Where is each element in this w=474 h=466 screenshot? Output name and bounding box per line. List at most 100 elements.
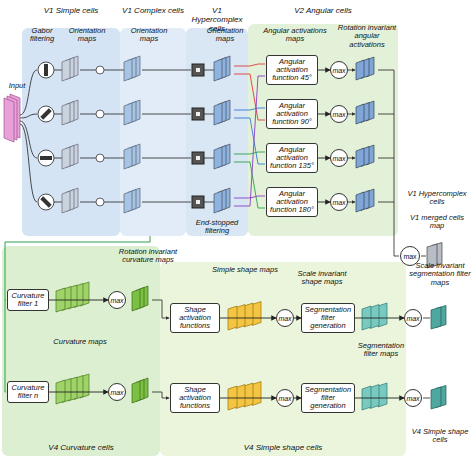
annotation-label: Orientation maps [202,27,248,44]
rotation-invariant-map [356,60,364,80]
activation-box: Shape activation functions [170,303,220,334]
max-circle: max [404,309,422,327]
annotation-label: Scale invariant shape maps [290,270,354,287]
flow-line [423,398,430,399]
gabor-filter [38,106,54,122]
feedback-wire [5,300,6,301]
sum-node [96,66,104,74]
orientation-wire [234,74,265,120]
max-circle: max [276,389,294,407]
input-wire [20,114,37,118]
annotation-label: Simple shape maps [200,266,290,274]
annotation-label: Orientation maps [124,27,174,44]
rotation-invariant-curvature-map [132,381,140,403]
end-stopped-filter [192,108,204,120]
end-stopped-filter [196,68,200,72]
node-text: max [406,315,419,322]
v4-shape-band: V4 Simple shape cellsShape activation fu… [160,262,406,456]
max-circle: max [330,61,348,79]
sum-node [96,154,104,162]
max-circle: max [330,149,348,167]
node-text: Segmentation filter generation [304,386,352,411]
node-text: Curvature filter 1 [10,292,46,309]
flow-arrow [294,318,301,319]
flow-line [204,158,214,159]
flow-line [142,158,191,159]
flow-arrow [318,202,330,203]
gabor-filter [38,62,54,78]
input-wire [20,124,37,202]
node-text: Angular activation function 180° [269,190,315,215]
node-text: max [278,315,291,322]
rotation-invariant-map [356,148,364,168]
region-ground [160,262,406,456]
flow-line [378,114,394,115]
orientation-wire [234,118,265,164]
region-ground [248,24,398,236]
scale-invariant-map [431,307,441,329]
flow-line [378,70,394,71]
orientation-wire [234,152,265,154]
flow-line [142,70,191,71]
filter-box: Curvature filter 1 [7,289,49,312]
flow-line [204,114,214,115]
node-text: V4 Curvature cells [4,444,158,453]
orientation-wire [234,76,265,206]
activation-box: Angular activation function 90° [266,99,318,130]
activation-box: Angular activation function 45° [266,55,318,86]
flow-line [104,202,124,203]
merge-wire [394,70,399,256]
scale-invariant-map [431,387,441,409]
orientation-wire [234,108,265,110]
gabor-kernel [40,196,51,207]
activation-box: Angular activation function 180° [266,187,318,218]
flow-line [152,392,169,398]
generation-box: Segmentation filter generation [301,383,355,414]
flow-line [421,256,426,257]
end-stopped-filter [196,156,200,160]
node-text: max [332,67,345,74]
flow-arrow [318,70,330,71]
generation-box: Segmentation filter generation [301,303,355,334]
flow-line [152,300,169,318]
input-image [4,98,14,142]
flow-line [142,114,191,115]
end-stopped-filter [196,200,200,204]
end-stopped-filter [192,196,204,208]
orientation-map [62,191,70,213]
region-ground [2,246,160,456]
node-text: V1 Complex cells [122,7,184,16]
orientation-map [62,103,70,125]
node-text: max [403,253,416,260]
gabor-kernel [44,64,48,76]
region-ground [186,28,248,236]
node-text: Shape activation functions [173,306,217,331]
node-text: max [332,155,345,162]
flow-line [142,202,191,203]
node-text: Curvature filter n [10,384,46,401]
flow-line [423,318,430,319]
activation-box: Shape activation functions [170,383,220,414]
rotation-invariant-curvature-map [132,289,140,311]
end-stopped-filter [196,112,200,116]
orientation-map [214,191,222,213]
flow-arrow [220,318,276,319]
orientation-map [62,147,70,169]
flow-arrow [220,398,276,399]
annotation-label: V1 merged cells map [402,214,472,231]
flow-line [54,202,62,203]
annotation-label: Angular activations maps [262,27,328,44]
max-circle: max [108,291,126,309]
node-text: V1 Simple cells [24,7,118,16]
region-ground [120,28,186,236]
gabor-kernel [40,156,52,160]
flow-line [378,202,394,203]
orientation-wire [234,162,265,208]
orientation-map [124,191,132,213]
orientation-wire [234,64,265,66]
v4-curvature-band: V4 Curvature cells Curvature filter 1 Curv… [2,246,160,456]
sum-node [96,110,104,118]
orientation-map [62,59,70,81]
